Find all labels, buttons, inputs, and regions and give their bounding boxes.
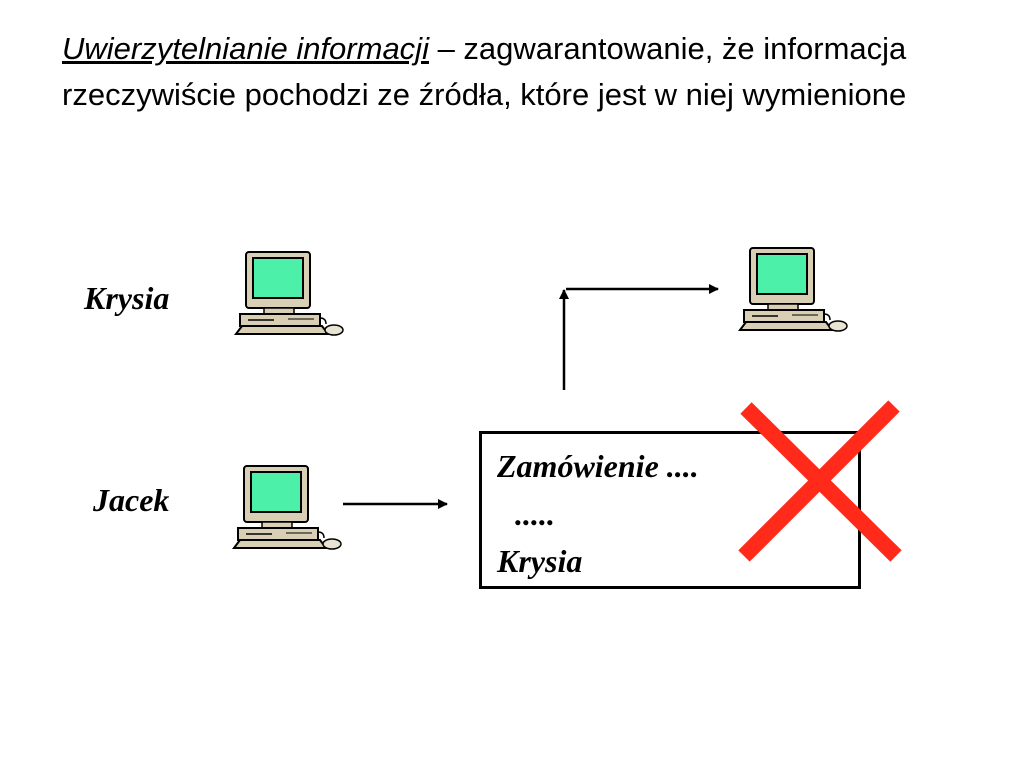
computer-icon-krysia [234,251,344,336]
computer-icon [234,251,344,336]
computer-icon-target [738,247,848,332]
message-line-ellipsis: ..... [515,496,555,532]
message-signature: Krysia [497,543,583,579]
computer-icon-jacek [232,465,342,550]
computer-icon [232,465,342,550]
label-jacek: Jacek [93,482,170,518]
page-heading: Uwierzytelnianie informacji – zagwaranto… [62,26,982,118]
message-line-order: Zamówienie .... [497,448,699,484]
heading-term: Uwierzytelnianie informacji [62,31,429,66]
label-krysia: Krysia [84,280,170,316]
heading-definition: – zagwarantowanie, że informacja rzeczyw… [62,31,907,112]
computer-icon [738,247,848,332]
